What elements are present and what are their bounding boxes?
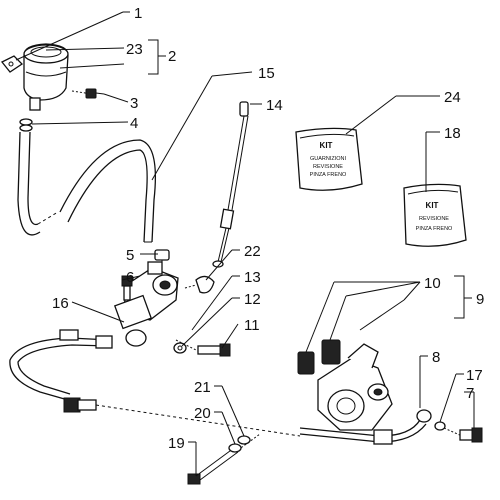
kit-18-line2: PINZA FRENO	[416, 226, 453, 232]
callout-16: 16	[52, 295, 69, 312]
fitting-5	[154, 249, 170, 268]
kit-24-line3: PINZA FRENO	[310, 172, 347, 178]
callout-17: 17	[466, 367, 483, 384]
master-cylinder-16	[113, 261, 179, 347]
kit-24-title: KIT	[320, 141, 333, 150]
brake-caliper	[317, 343, 393, 431]
callout-1: 1	[134, 5, 142, 22]
screw-3	[71, 88, 105, 99]
callout-20: 20	[194, 405, 211, 422]
brake-pads-10	[297, 339, 341, 375]
callout-7: 7	[466, 385, 474, 402]
kit-24-line2: REVISIONE	[313, 164, 343, 170]
callout-15: 15	[258, 65, 275, 82]
callout-8: 8	[432, 349, 440, 366]
callout-6: 6	[126, 269, 134, 286]
brake-fluid-reservoir	[0, 43, 69, 111]
hose-clamp-4	[19, 118, 33, 132]
callout-9: 9	[476, 291, 484, 308]
bleeder-6	[121, 275, 133, 301]
kit-24-line1: GUARNIZIONI	[310, 156, 347, 162]
bolt-7	[443, 427, 483, 443]
callout-5: 5	[126, 247, 134, 264]
caliper-hose-8	[299, 409, 432, 445]
reservoir-cap	[23, 44, 69, 64]
reservoir-outlet	[29, 97, 41, 111]
callout-3: 3	[130, 95, 138, 112]
callout-14: 14	[266, 97, 283, 114]
callout-2: 2	[168, 48, 176, 65]
callout-10: 10	[424, 275, 441, 292]
callout-24: 24	[444, 89, 461, 106]
callout-22: 22	[244, 243, 261, 260]
brake-rod-14	[212, 101, 249, 268]
callout-4: 4	[130, 115, 138, 132]
brake-hose-main	[9, 329, 301, 437]
callout-21: 21	[194, 379, 211, 396]
callout-18: 18	[444, 125, 461, 142]
clip-22	[184, 275, 215, 294]
kit-18-line1: REVISIONE	[419, 216, 449, 222]
hose-15	[59, 139, 157, 243]
leader-lines	[15, 11, 475, 476]
bracket-hole	[8, 61, 14, 67]
callout-19: 19	[168, 435, 185, 452]
kit-18-revision-pack: KIT REVISIONE PINZA FRENO	[403, 183, 467, 247]
washer-17	[434, 421, 446, 431]
callout-numbers: 1 23 2 3 4 15 14 24 18 5 6 16 22 13 12 1…	[52, 5, 484, 452]
washer-20	[228, 443, 242, 453]
callout-11: 11	[244, 317, 260, 334]
callout-13: 13	[244, 269, 261, 286]
reservoir-hose	[17, 131, 59, 236]
kit-18-title: KIT	[426, 201, 439, 210]
washer-21	[237, 435, 251, 445]
callout-23: 23	[126, 41, 143, 58]
kit-24-seals-pack: KIT GUARNIZIONI REVISIONE PINZA FRENO	[295, 127, 363, 191]
callout-12: 12	[244, 291, 261, 308]
